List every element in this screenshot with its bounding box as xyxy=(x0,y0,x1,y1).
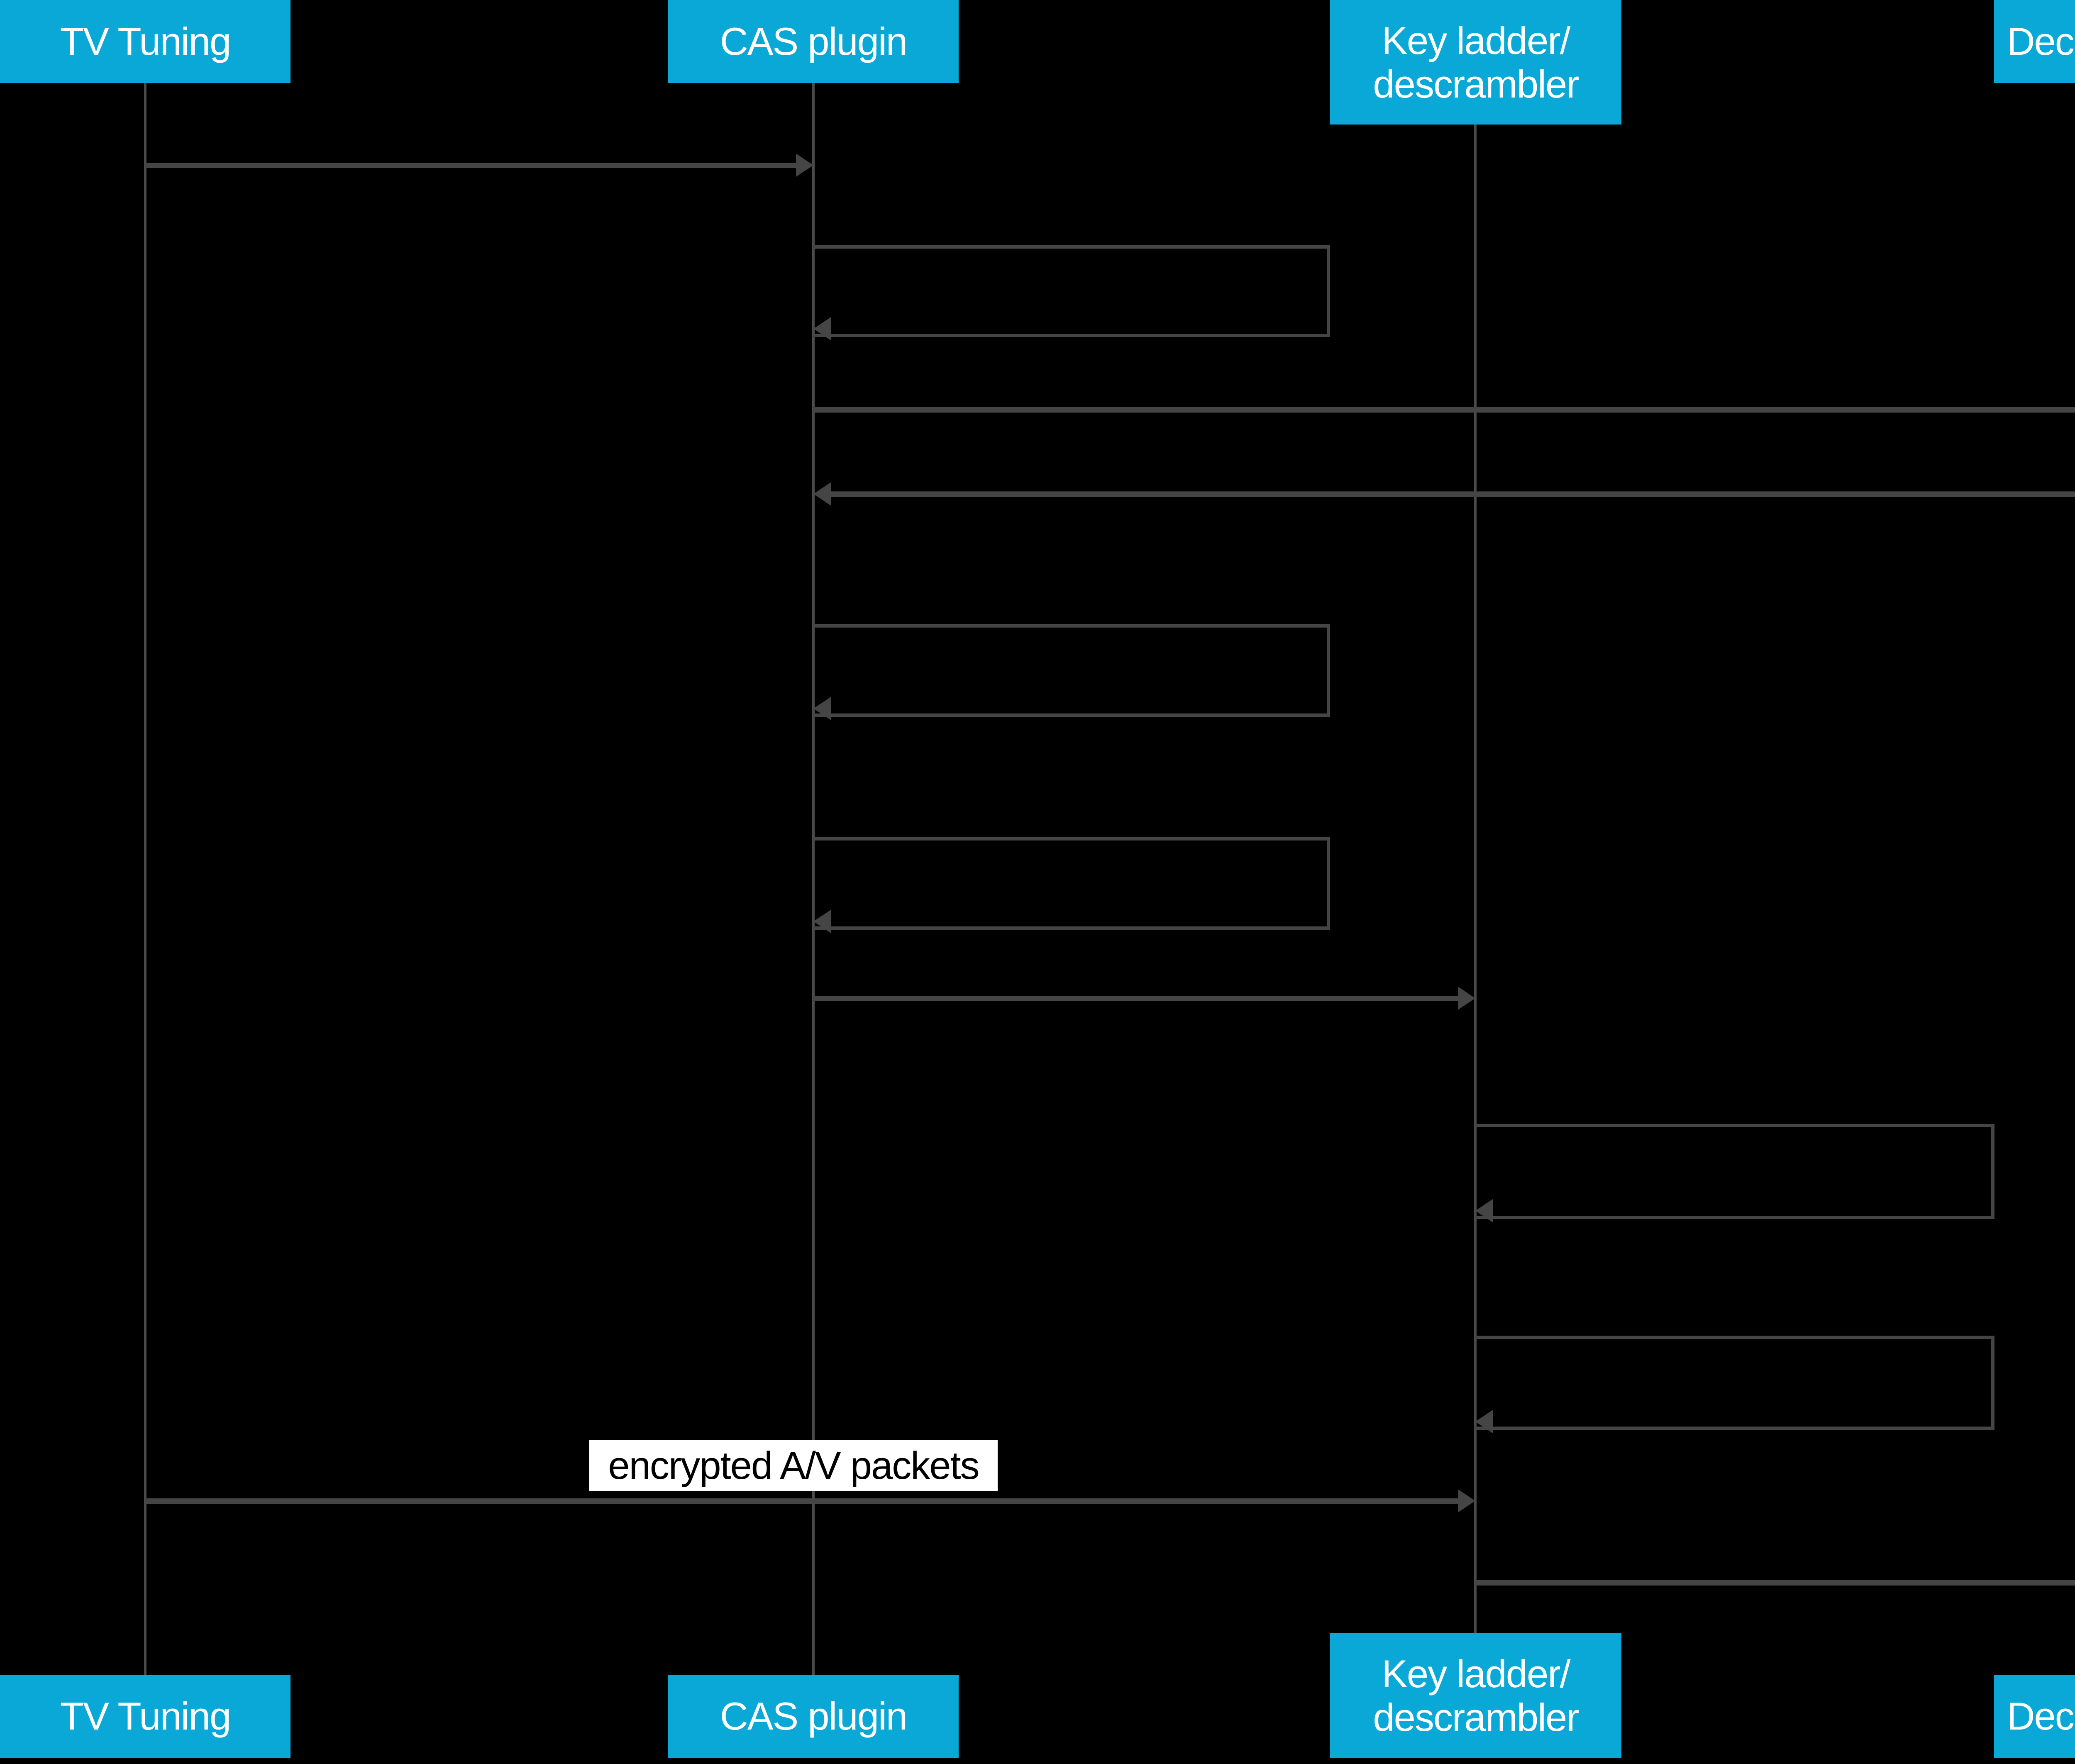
arrowhead-left-cas-loop-2 xyxy=(813,697,831,720)
participant-label: TV Tuning xyxy=(60,20,231,64)
participant-label: Decode, display xyxy=(2007,1694,2075,1738)
participant-top-cas-plugin: CAS plugin xyxy=(668,0,959,83)
message-arrow-cas-to-ca xyxy=(813,407,2075,413)
participant-label: CAS plugin xyxy=(720,20,908,64)
message-arrow-cas-to-key xyxy=(813,996,1458,1001)
participant-label-line1: Key ladder/ xyxy=(1382,1652,1571,1696)
arrowhead-left-cas-loop-3 xyxy=(813,910,831,933)
message-arrow-tv-to-cas xyxy=(145,163,796,168)
message-arrow-tv-to-key xyxy=(145,1498,1458,1504)
participant-top-key-ladder: Key ladder/ descrambler xyxy=(1330,0,1621,125)
arrowhead-right-cas-to-key xyxy=(1458,987,1475,1010)
self-message-loop-cas-3 xyxy=(813,837,1330,930)
arrowhead-left-key-loop-2 xyxy=(1475,1410,1493,1433)
participant-bottom-decode-display: Decode, display xyxy=(1994,1675,2075,1758)
self-message-loop-key-1 xyxy=(1475,1124,1994,1219)
participant-label-line2: descrambler xyxy=(1373,1696,1579,1739)
arrowhead-left-cas-loop-1 xyxy=(813,317,831,340)
participant-label-line1: Key ladder/ xyxy=(1382,18,1571,62)
participant-label: CAS plugin xyxy=(720,1694,908,1738)
participant-bottom-tv-tuning: TV Tuning xyxy=(0,1675,290,1758)
self-message-loop-cas-1 xyxy=(813,245,1330,337)
participant-bottom-key-ladder: Key ladder/ descrambler xyxy=(1330,1633,1621,1758)
arrowhead-left-key-loop-1 xyxy=(1475,1199,1493,1222)
message-arrow-key-to-decode xyxy=(1475,1580,2075,1586)
note-encrypted-av-packets: encrypted A/V packets xyxy=(589,1440,998,1491)
lifeline-cas-plugin xyxy=(812,83,815,1675)
participant-label: TV Tuning xyxy=(60,1694,231,1738)
self-message-loop-key-2 xyxy=(1475,1336,1994,1430)
participant-bottom-cas-plugin: CAS plugin xyxy=(668,1675,959,1758)
self-message-loop-cas-2 xyxy=(813,624,1330,717)
lifeline-tv-tuning xyxy=(144,83,146,1675)
arrowhead-right-tv-to-key xyxy=(1458,1489,1475,1512)
message-arrow-ca-to-cas xyxy=(831,491,2075,497)
arrowhead-right-tv-to-cas xyxy=(796,154,813,177)
lifeline-key-ladder xyxy=(1474,125,1477,1633)
participant-label: Decode, display xyxy=(2007,20,2075,64)
participant-top-tv-tuning: TV Tuning xyxy=(0,0,290,83)
participant-top-decode-display: Decode, display xyxy=(1994,0,2075,83)
arrowhead-left-ca-to-cas xyxy=(813,482,831,506)
participant-label-line2: descrambler xyxy=(1373,62,1579,106)
